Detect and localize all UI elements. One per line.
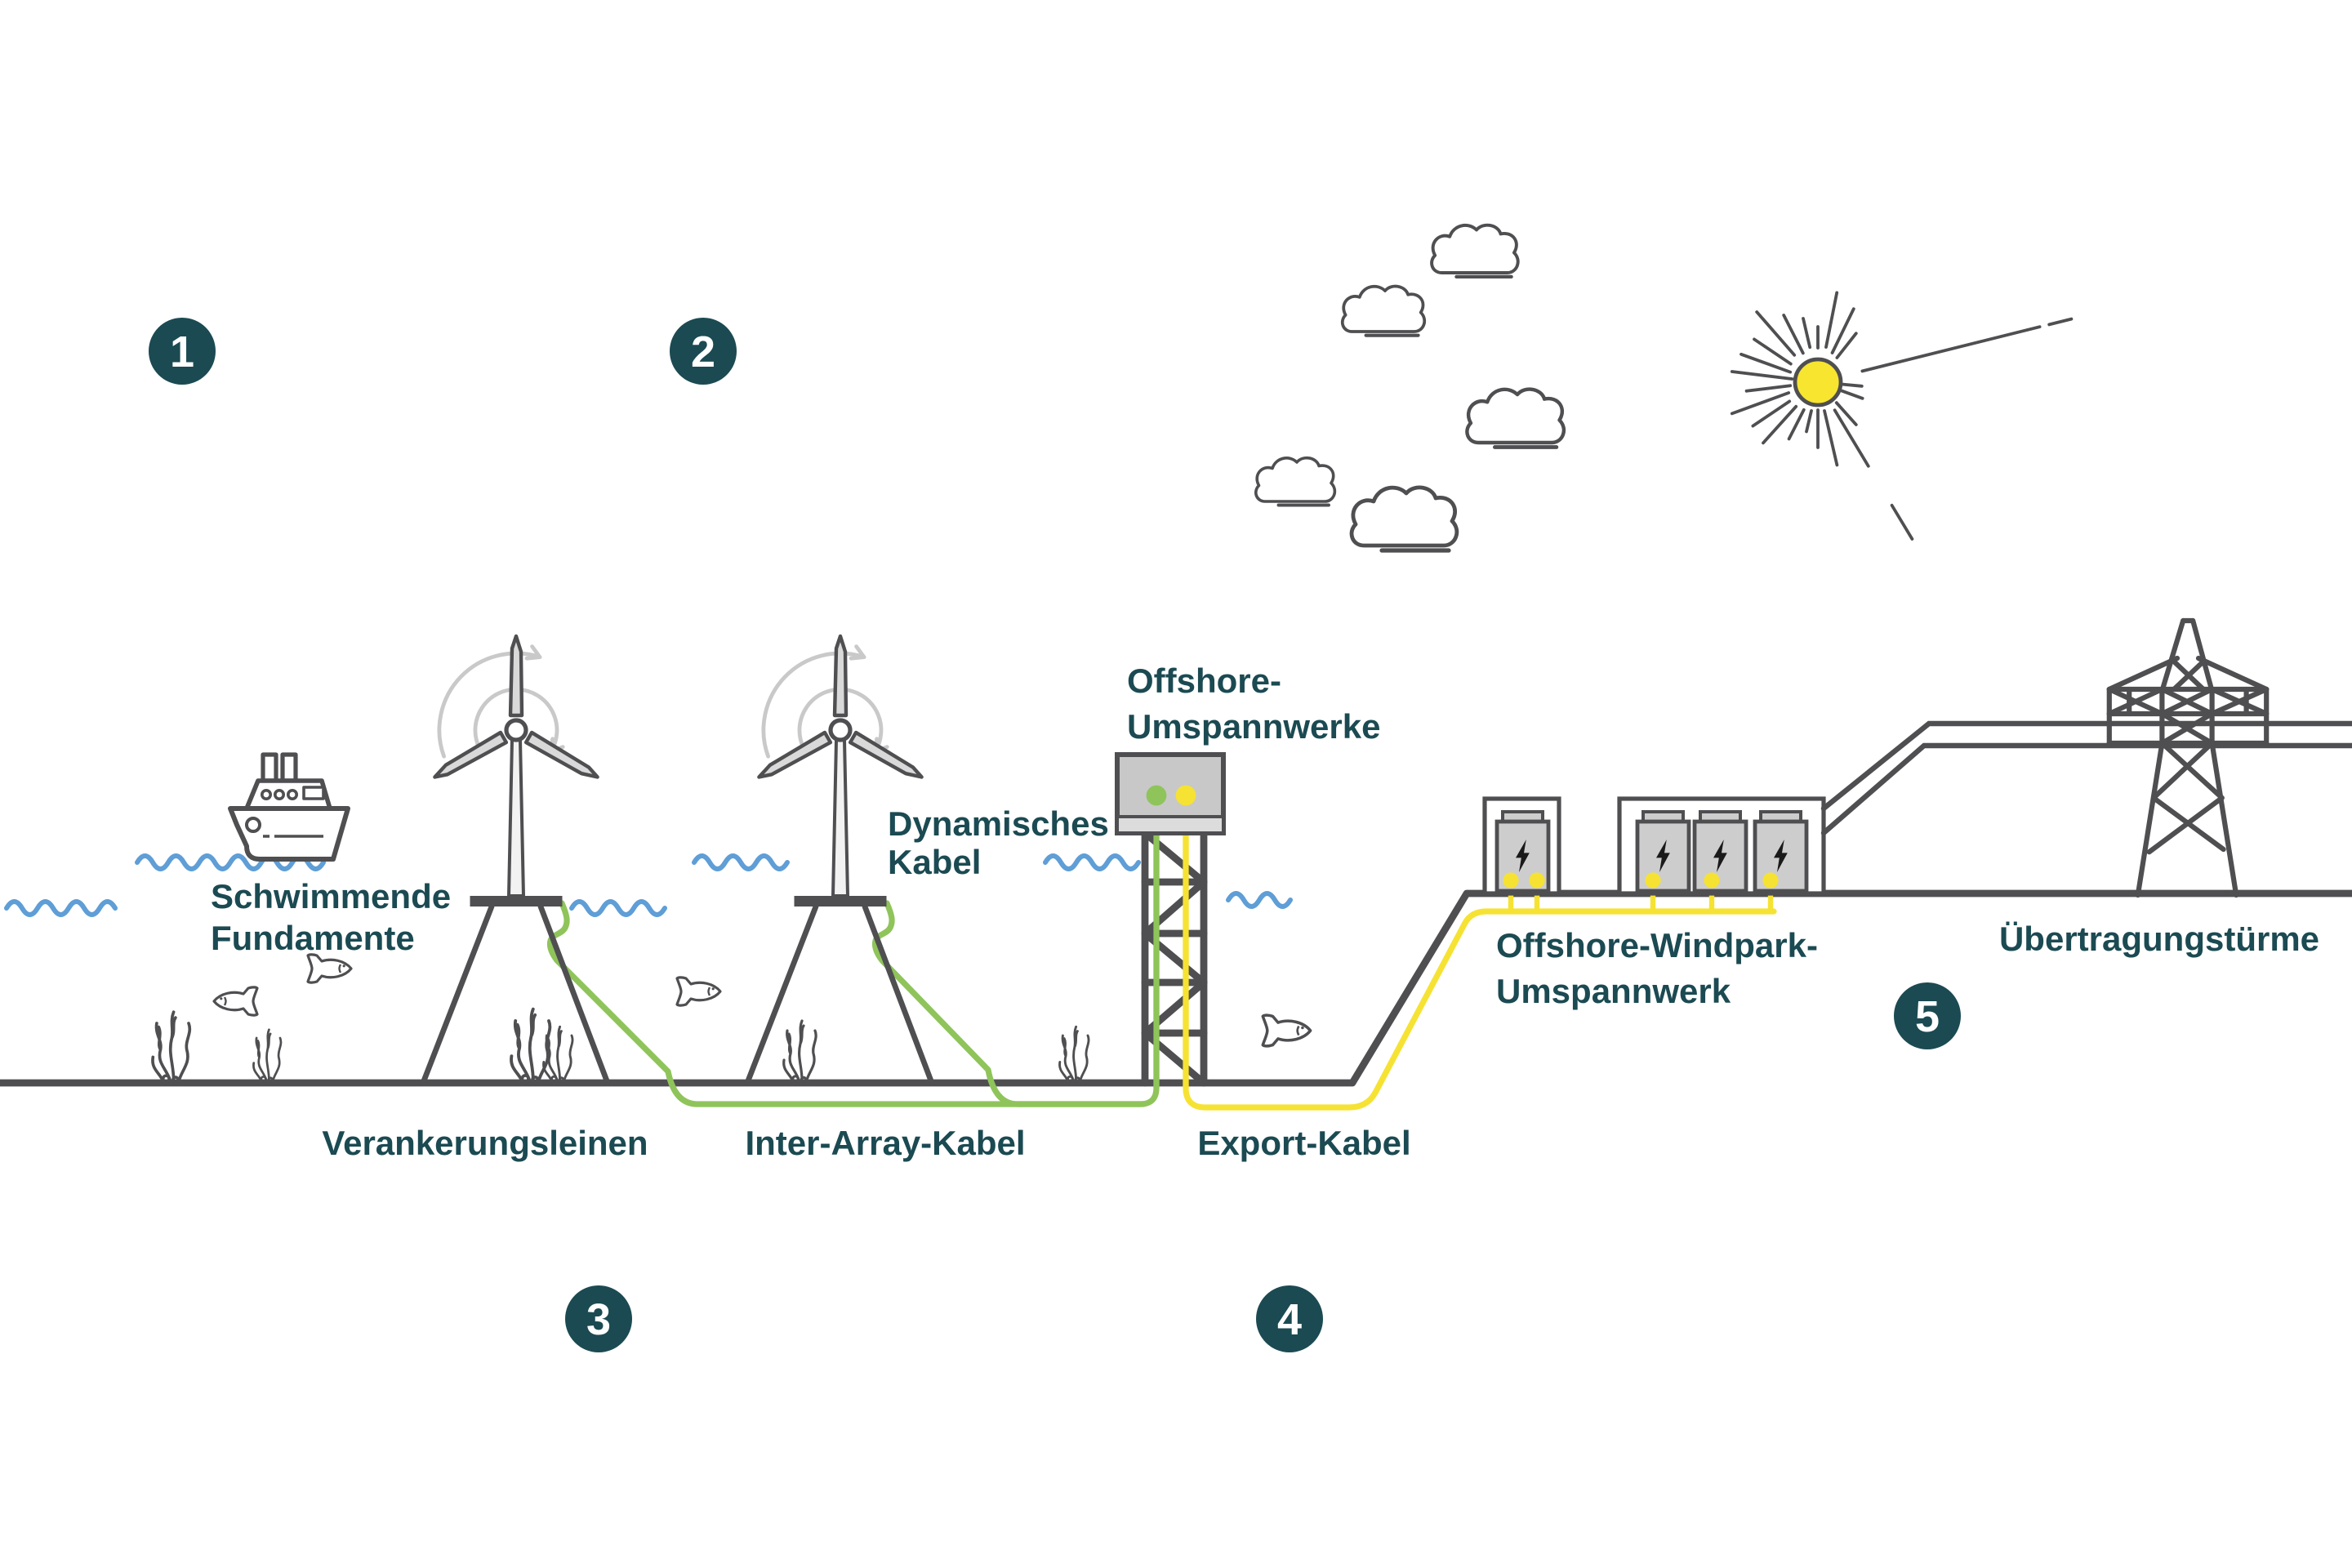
transformer-unit <box>1637 812 1689 891</box>
seaweed-icon <box>252 1028 283 1083</box>
wind-turbine-1 <box>423 636 608 1083</box>
marker-5: 5 <box>1894 982 1961 1049</box>
ship-porthole <box>245 817 261 833</box>
dynamic-cable <box>871 900 1147 1107</box>
green-cable-terminal <box>1146 785 1167 806</box>
label-anchor-lines: Verankerungsleinen <box>322 1124 648 1162</box>
export-cable-branches <box>1508 877 1774 915</box>
label-offshore-substations-line1: Offshore- <box>1127 662 1281 700</box>
marker-4: 4 <box>1256 1285 1323 1352</box>
marker-3-number: 3 <box>586 1295 611 1344</box>
marker-2: 2 <box>670 318 737 385</box>
floating-foundation <box>747 740 932 1083</box>
label-floating-foundations-line1: Schwimmende <box>211 877 451 915</box>
offshore-substation <box>1115 752 1226 1088</box>
marker-4-number: 4 <box>1277 1295 1302 1344</box>
power-lines <box>1820 720 2352 836</box>
cloud-icon <box>1254 456 1337 507</box>
water-wave <box>1226 891 1293 909</box>
label-floating-foundations-line2: Fundamente <box>211 919 415 957</box>
power-line <box>1820 742 2352 836</box>
ship <box>228 752 350 862</box>
cloud-icon <box>1352 488 1457 550</box>
fish-icon <box>1261 1013 1312 1048</box>
label-dynamic-cable-line2: Kabel <box>888 843 981 881</box>
marker-3: 3 <box>565 1285 632 1352</box>
water-wave <box>135 853 326 871</box>
label-dynamic-cable-line1: Dynamisches <box>888 804 1109 843</box>
cloud-icon <box>1343 287 1424 336</box>
fish-icon <box>306 953 353 984</box>
fish-icon <box>212 986 259 1017</box>
sea-surface <box>4 853 1293 917</box>
marker-1: 1 <box>149 318 216 385</box>
sun <box>1730 291 2074 541</box>
yellow-cable-terminal <box>1175 785 1196 806</box>
water-wave <box>569 899 667 917</box>
transformer-unit <box>1695 812 1746 891</box>
number-markers: 1 2 3 4 5 <box>149 318 1961 1352</box>
clouds <box>1254 225 1564 550</box>
water-wave <box>692 853 790 871</box>
ship-funnel <box>261 752 278 783</box>
fish-icon <box>675 976 722 1007</box>
marker-5-number: 5 <box>1915 992 1940 1041</box>
label-transmission-towers: Übertragungstürme <box>1999 920 2319 958</box>
onshore-substation <box>1482 796 1826 896</box>
seaweed-icon <box>1058 1025 1090 1083</box>
water-wave <box>1043 853 1141 871</box>
marker-2-number: 2 <box>691 327 715 376</box>
transmission-pylon <box>2106 617 2270 898</box>
label-windfarm-substation-line1: Offshore-Windpark- <box>1496 926 1818 964</box>
seaweed-icon <box>151 1010 192 1084</box>
ship-bridge-window <box>302 786 325 800</box>
sun-rays <box>1730 291 2074 541</box>
cloud-icon <box>1432 225 1518 277</box>
label-inter-array-cable: Inter-Array-Kabel <box>745 1124 1025 1162</box>
water-wave <box>4 899 118 917</box>
marker-1-number: 1 <box>170 327 194 376</box>
transformer-unit <box>1755 812 1806 891</box>
ship-hull <box>228 806 350 862</box>
seafloor-and-coast-line <box>0 889 2352 1087</box>
seaweed-icon <box>782 1019 817 1084</box>
label-offshore-substations-line2: Umspannwerke <box>1127 707 1380 746</box>
cable-connection-dots <box>1503 872 1779 889</box>
substation-deck-band <box>1116 815 1225 835</box>
diagram-labels: Schwimmende Fundamente Dynamisches Kabel… <box>211 662 2319 1162</box>
sun-disc <box>1793 357 1843 408</box>
export-cable <box>1183 797 1777 1111</box>
lattice-tower <box>1141 829 1208 1087</box>
label-export-cable: Export-Kabel <box>1197 1124 1410 1162</box>
label-windfarm-substation-line2: Umspannwerk <box>1496 972 1731 1010</box>
cloud-icon <box>1467 390 1564 448</box>
ship-funnel <box>280 752 298 783</box>
